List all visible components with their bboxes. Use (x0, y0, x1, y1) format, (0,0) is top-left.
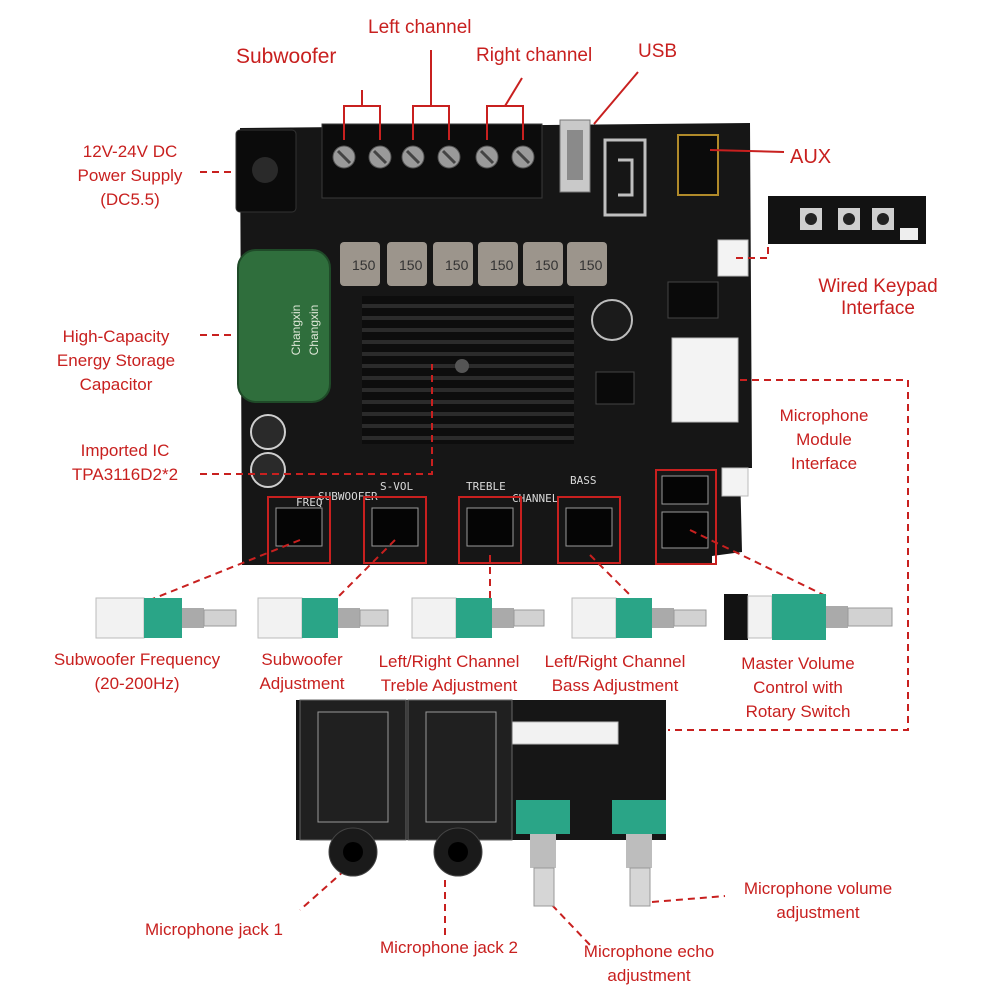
label-subwoofer: Subwoofer (236, 45, 337, 68)
leader-lines (149, 171, 909, 946)
filter-capacitor (591, 299, 633, 341)
amplifier-board: Changxin Changxin 150 150 150 150 150 15… (235, 119, 752, 565)
pot-treble (411, 597, 545, 639)
keypad-connector (717, 239, 749, 277)
svg-text:150: 150 (352, 257, 376, 273)
label-sub-freq: Subwoofer Frequency(20-200Hz) (53, 650, 221, 693)
keypad-board (768, 196, 926, 244)
label-right-channel: Right channel (476, 45, 593, 66)
aux-jack (677, 134, 719, 196)
silk-svol: S-VOL (380, 480, 413, 493)
svg-text:Changxin: Changxin (289, 305, 303, 356)
speaker-terminal-block (321, 123, 543, 199)
microphone-module (296, 699, 666, 907)
silk-subwoofer: SUBWOOFER (318, 490, 378, 503)
terminal-brackets (343, 50, 785, 153)
mic-pots (516, 800, 666, 907)
mic-module-header (507, 721, 619, 745)
label-left-channel: Left channel (368, 17, 472, 38)
silk-channel: CHANNEL (512, 492, 559, 505)
mic-jack-housings (299, 699, 513, 877)
pot-bass (571, 597, 707, 639)
pot-master-volume (724, 594, 893, 640)
label-mic-jack-1: Microphone jack 1 (145, 920, 283, 939)
heatsink (362, 296, 574, 444)
label-aux: AUX (790, 146, 832, 168)
silk-treble: TREBLE (466, 480, 506, 493)
label-usb: USB (638, 41, 678, 62)
svg-text:150: 150 (535, 257, 559, 273)
header-highlights (267, 469, 717, 565)
silk-bass: BASS (570, 474, 597, 487)
svg-text:Changxin: Changxin (307, 305, 321, 356)
silk-freq: FREQ (296, 496, 323, 509)
pot-subwoofer-adjustment (257, 597, 389, 639)
small-capacitor (250, 414, 286, 450)
svg-text:150: 150 (490, 257, 514, 273)
pot-subwoofer-frequency (95, 597, 237, 639)
small-capacitor (250, 452, 286, 488)
label-mic-jack-2: Microphone jack 2 (380, 938, 518, 957)
energy-storage-capacitor: Changxin Changxin (237, 249, 331, 403)
svg-text:150: 150 (579, 257, 603, 273)
potentiometers (95, 594, 893, 640)
svg-text:150: 150 (445, 257, 469, 273)
inductors: 150 150 150 150 150 150 (340, 242, 607, 286)
svg-text:150: 150 (399, 257, 423, 273)
mic-module-connector (671, 337, 739, 423)
